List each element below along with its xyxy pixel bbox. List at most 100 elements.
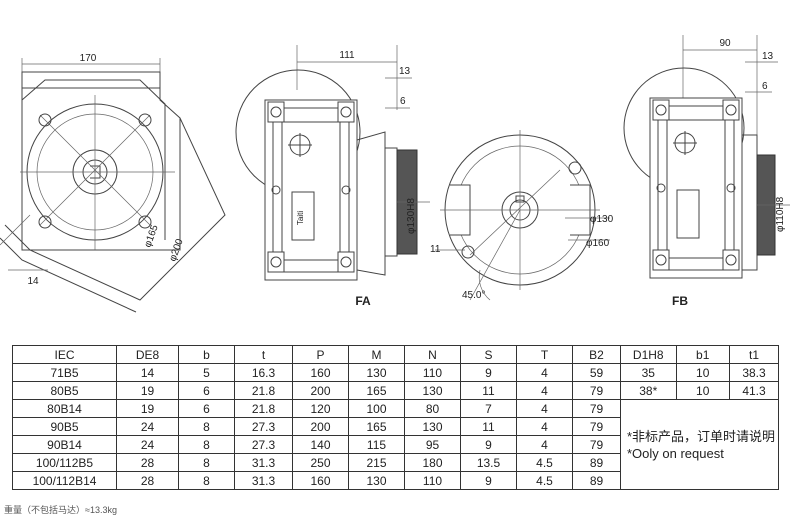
cell: 38.3 xyxy=(728,363,780,382)
cell: 11 xyxy=(460,381,517,400)
cell: 19 xyxy=(116,381,179,400)
cell: 11 xyxy=(460,417,517,436)
flange-dim-11-label: 11 xyxy=(430,244,441,255)
cell: 4 xyxy=(516,363,573,382)
note-en: *Ooly on request xyxy=(627,445,724,461)
cell: 27.3 xyxy=(234,435,293,454)
cell: 79 xyxy=(572,381,621,400)
flange-angle-label: 45.0° xyxy=(462,290,485,301)
cell: 89 xyxy=(572,471,621,490)
header-de8: DE8 xyxy=(116,345,179,364)
cell: 21.8 xyxy=(234,399,293,418)
cell: 80B5 xyxy=(12,381,117,400)
cell: 95 xyxy=(404,435,461,454)
cell: 100/112B14 xyxy=(12,471,117,490)
cell: 140 xyxy=(292,435,349,454)
fa-dim-6-label: 6 xyxy=(400,96,406,107)
fa-dim-111-label: 111 xyxy=(339,50,355,61)
header-t2: T xyxy=(516,345,573,364)
cell: 90B5 xyxy=(12,417,117,436)
dim-170-label: 170 xyxy=(80,53,97,64)
header-s: S xyxy=(460,345,517,364)
fb-dim-13-label: 13 xyxy=(762,51,774,62)
cell: 80 xyxy=(404,399,461,418)
table-header-row: IEC DE8 b t P M N S T B2 D1H8 b1 t1 xyxy=(12,345,780,364)
cell: 28 xyxy=(116,471,179,490)
cell: 79 xyxy=(572,399,621,418)
header-iec: IEC xyxy=(12,345,117,364)
cell: 165 xyxy=(348,381,405,400)
cell: 110 xyxy=(404,363,461,382)
cell: 130 xyxy=(348,363,405,382)
cell: 8 xyxy=(178,417,235,436)
header-d1h8: D1H8 xyxy=(620,345,677,364)
cell: 110 xyxy=(404,471,461,490)
cell: 8 xyxy=(178,471,235,490)
weight-label: 重量（不包括马达）≈13.3kg xyxy=(4,505,117,515)
cell: 27.3 xyxy=(234,417,293,436)
cell: 71B5 xyxy=(12,363,117,382)
cell: 250 xyxy=(292,453,349,472)
cell: 180 xyxy=(404,453,461,472)
cell: 115 xyxy=(348,435,405,454)
cell: 31.3 xyxy=(234,453,293,472)
cell: 13.5 xyxy=(460,453,517,472)
cell: 4.5 xyxy=(516,453,573,472)
cell: 120 xyxy=(292,399,349,418)
cell: 19 xyxy=(116,399,179,418)
fb-view: 90 13 6 φ110H8 FB xyxy=(623,35,790,308)
fa-brand-label: Taiti xyxy=(296,211,305,225)
cell: 4 xyxy=(516,381,573,400)
cell: 80B14 xyxy=(12,399,117,418)
fb-dim-6-label: 6 xyxy=(762,81,768,92)
cell: 31.3 xyxy=(234,471,293,490)
cell: 10 xyxy=(675,381,730,400)
fa-view: 111 13 6 Taiti φ130H8 xyxy=(235,45,430,308)
cell: 6 xyxy=(178,381,235,400)
cell: 8 xyxy=(178,453,235,472)
cell: 200 xyxy=(292,417,349,436)
cell: 160 xyxy=(292,363,349,382)
cell: 89 xyxy=(572,453,621,472)
cell: 16.3 xyxy=(234,363,293,382)
fb-dim-bore-label: φ110H8 xyxy=(775,196,786,232)
cell: 160 xyxy=(292,471,349,490)
flange-dim-phi130-label: φ130 xyxy=(590,214,614,225)
cell: 165 xyxy=(348,417,405,436)
cell: 4.5 xyxy=(516,471,573,490)
cell: 100/112B5 xyxy=(12,453,117,472)
cell: 4 xyxy=(516,417,573,436)
fb-dim-90-label: 90 xyxy=(719,38,731,49)
cell: 24 xyxy=(116,417,179,436)
cell: 59 xyxy=(572,363,621,382)
cell: 14 xyxy=(116,363,179,382)
fb-label: FB xyxy=(672,294,688,308)
cell: 4 xyxy=(516,399,573,418)
cell: 35 xyxy=(620,363,677,382)
cell: 9 xyxy=(460,363,517,382)
header-t1: t1 xyxy=(728,345,780,364)
cell: 10 xyxy=(675,363,730,382)
cell: 130 xyxy=(404,381,461,400)
cell: 215 xyxy=(348,453,405,472)
cell: 9 xyxy=(460,435,517,454)
header-n: N xyxy=(404,345,461,364)
cell: 100 xyxy=(348,399,405,418)
technical-drawing: 170 14 φ165 φ200 xyxy=(0,35,790,313)
cell: 90B14 xyxy=(12,435,117,454)
fa-dim-13-label: 13 xyxy=(399,66,411,77)
header-b2: B2 xyxy=(572,345,621,364)
header-m: M xyxy=(348,345,405,364)
cell: 200 xyxy=(292,381,349,400)
cell: 79 xyxy=(572,417,621,436)
header-b: b xyxy=(178,345,235,364)
cell: 8 xyxy=(178,435,235,454)
cell: 38* xyxy=(620,381,677,400)
cell: 79 xyxy=(572,435,621,454)
cell: 28 xyxy=(116,453,179,472)
left-view: 170 14 φ165 φ200 xyxy=(0,53,226,313)
